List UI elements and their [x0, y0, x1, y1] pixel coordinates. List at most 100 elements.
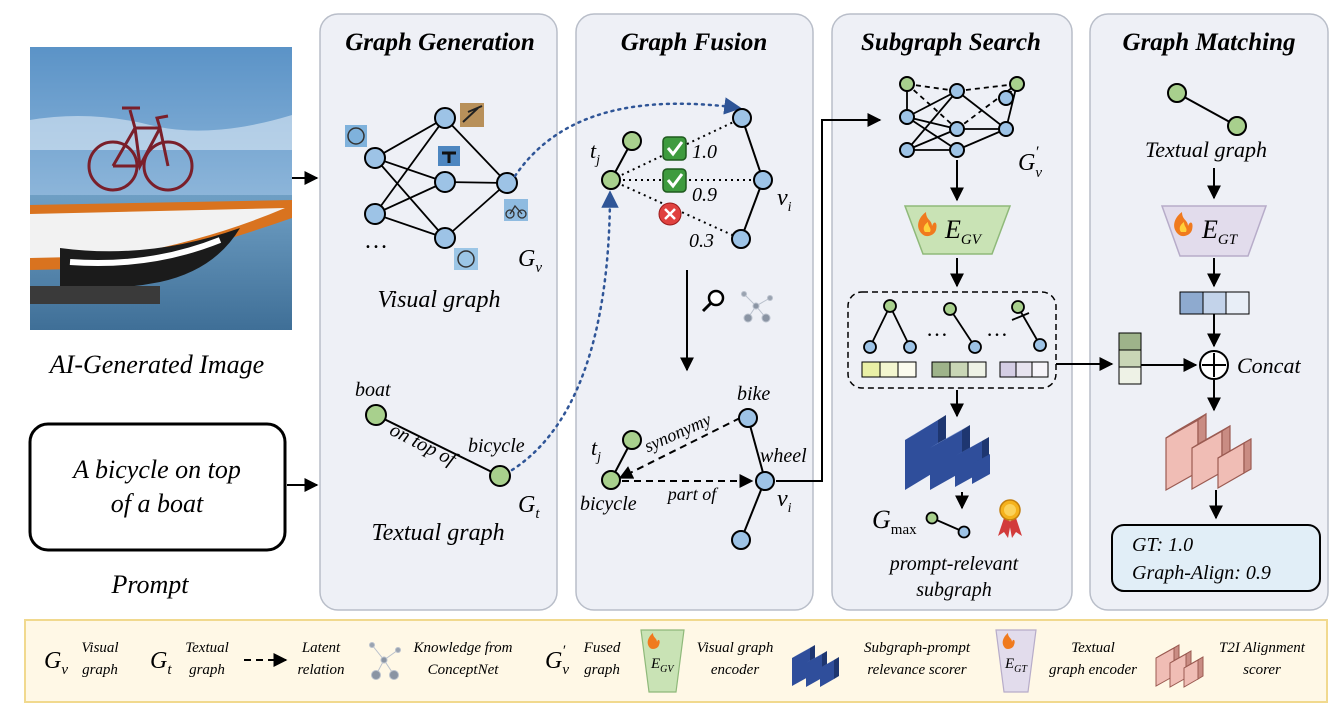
cross-icon — [658, 202, 682, 226]
fusion-top-graph — [601, 108, 773, 249]
fusion-vi-bottom: vi — [777, 486, 792, 516]
subgraph-label-line2: subgraph — [916, 579, 992, 601]
visual-graph-ellipsis: … — [364, 228, 388, 254]
textual-to-fusion-curve — [510, 190, 619, 472]
visual-graph-encoder — [903, 205, 1012, 255]
ai-generated-image — [30, 47, 292, 330]
fusion-node-bike: bike — [737, 383, 770, 405]
legend-gt-symbol: Gt — [150, 648, 172, 678]
fusion-tj-top: tj — [590, 138, 600, 168]
subgraph-candidates-box — [847, 291, 1057, 389]
relevance-scorer-icon — [905, 415, 990, 490]
textual-embedding — [1179, 291, 1250, 315]
crop-thumbnail-wheel-1 — [345, 125, 367, 147]
candidate-dots-1: … — [926, 316, 948, 341]
legend-fused-line2: graph — [584, 662, 620, 678]
magnifier-icon — [701, 289, 725, 313]
fire-icon-gt — [1174, 212, 1193, 237]
matching-textual-graph-label: Textual graph — [1145, 137, 1267, 162]
image-caption: AI-Generated Image — [48, 350, 264, 379]
legend-latent-line2: relation — [298, 662, 345, 678]
concat-label: Concat — [1237, 353, 1301, 378]
conceptnet-icon — [741, 291, 773, 323]
legend-vge-symbol: EGV — [650, 656, 675, 675]
fusion-to-search-arrow — [776, 113, 882, 482]
legend-vge-icon — [640, 629, 685, 693]
prompt-box — [28, 422, 287, 552]
textual-graph-edge — [375, 414, 501, 477]
textual-node-boat — [365, 404, 387, 426]
legend-gv-desc-line1: Visual — [81, 640, 118, 656]
textual-node-bicycle — [489, 465, 511, 487]
panel-title-matching: Graph Matching — [1123, 29, 1296, 56]
legend-gv-symbol: Gv — [44, 648, 68, 678]
fusion-vi-top: vi — [777, 185, 792, 215]
result-gt: GT: 1.0 — [1132, 534, 1193, 556]
fused-graph — [899, 76, 1025, 158]
fusion-bottom-graph — [601, 408, 775, 550]
fire-icon-gv — [918, 212, 937, 237]
legend-knowledge-line2: ConceptNet — [428, 662, 500, 678]
legend-gv-desc-line2: graph — [82, 662, 118, 678]
crop-thumbnail-wheel-2 — [454, 248, 478, 270]
crop-thumbnail-handlebar — [460, 103, 484, 127]
panel-graph-fusion — [575, 13, 814, 611]
gt-symbol: Gt — [518, 492, 540, 522]
legend-gt-desc-line1: Textual — [185, 640, 229, 656]
legend-fire-icon-gt — [1002, 633, 1015, 649]
gmax-subgraph — [925, 511, 971, 539]
legend-scorer-line2: relevance scorer — [867, 662, 966, 678]
textual-node-boat-label: boat — [355, 379, 391, 401]
fusion-edge-part-of: part of — [666, 484, 720, 504]
fusion-score-1: 1.0 — [692, 141, 717, 163]
legend-scorer-icon — [792, 645, 839, 687]
textual-node-bicycle-label: bicycle — [468, 435, 525, 457]
encoder-gv-label: EGV — [944, 215, 983, 248]
candidate-subgraph-2 — [931, 302, 987, 378]
legend-tge-line2: graph encoder — [1049, 662, 1137, 678]
legend-fire-icon-gv — [647, 633, 660, 649]
medal-icon — [998, 499, 1022, 538]
prompt-label: Prompt — [110, 570, 189, 599]
fusion-node-bicycle: bicycle — [580, 493, 637, 515]
legend-scorer-line1: Subgraph-prompt — [864, 640, 971, 656]
result-align: Graph-Align: 0.9 — [1132, 562, 1271, 584]
textual-graph-encoder — [1160, 205, 1268, 257]
t2i-alignment-scorer-icon — [1165, 412, 1252, 492]
encoder-gt-label: EGT — [1201, 215, 1239, 248]
legend-vge-line1: Visual graph — [697, 640, 774, 656]
legend-t2i-line1: T2I Alignment — [1219, 640, 1306, 656]
fused-graph-symbol: Gv′ — [1018, 144, 1042, 181]
legend-knowledge-line1: Knowledge from — [412, 640, 512, 656]
result-box — [1111, 524, 1321, 592]
candidate-dots-2: … — [986, 316, 1008, 341]
crop-thumbnail-seat — [438, 146, 460, 166]
subgraph-embedding — [1118, 332, 1142, 385]
gmax-symbol: Gmax — [872, 505, 917, 538]
panel-title-search: Subgraph Search — [861, 29, 1041, 56]
legend-fused-symbol: Gv′ — [545, 643, 569, 678]
gv-symbol: Gv — [518, 246, 542, 276]
prompt-text-line1: A bicycle on top — [71, 455, 241, 484]
matching-textual-node-2 — [1227, 116, 1247, 136]
subgraph-label-line1: prompt-relevant — [888, 553, 1019, 575]
legend-gt-desc-line2: graph — [189, 662, 225, 678]
check-icon-1 — [662, 136, 687, 161]
fusion-node-wheel: wheel — [760, 445, 807, 467]
candidate-subgraph-1 — [861, 299, 917, 378]
check-icon-2 — [662, 168, 687, 193]
legend-vge-line2: encoder — [711, 662, 759, 678]
legend-t2i-icon — [1155, 644, 1204, 688]
legend-tge-symbol: EGT — [1004, 656, 1028, 675]
concat-icon — [1199, 350, 1229, 380]
fusion-score-3: 0.3 — [689, 230, 714, 252]
legend-latent-line1: Latent — [301, 640, 341, 656]
panel-title-generation: Graph Generation — [345, 29, 535, 56]
crop-thumbnail-bicycle — [504, 199, 528, 221]
candidate-subgraph-3 — [999, 300, 1049, 378]
visual-graph-nodes — [364, 107, 518, 249]
legend-tge-line1: Textual — [1071, 640, 1115, 656]
prompt-text-line2: of a boat — [111, 489, 204, 518]
matching-textual-edge — [1176, 92, 1238, 127]
